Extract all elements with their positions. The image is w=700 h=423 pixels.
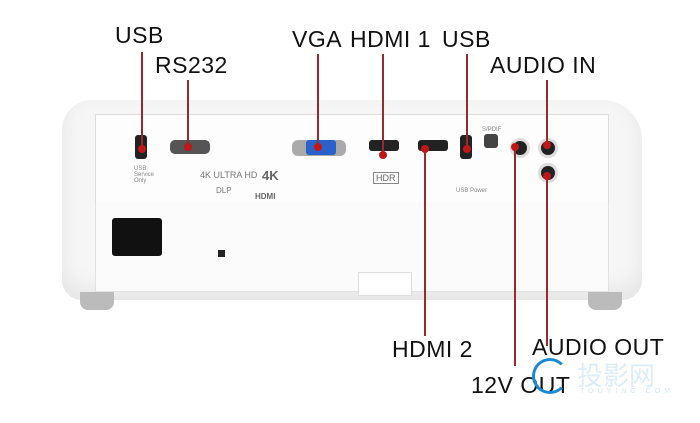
dot <box>543 172 551 180</box>
vent <box>358 272 412 296</box>
label-audio-in: AUDIO IN <box>490 52 597 78</box>
label-vga: VGA <box>292 26 343 52</box>
power-socket <box>112 218 162 256</box>
dot <box>543 141 551 149</box>
leader-rs232 <box>187 80 189 146</box>
leader-audio-in <box>546 80 548 144</box>
label-rs232: RS232 <box>155 52 228 78</box>
dot <box>314 143 322 151</box>
dot <box>379 151 387 159</box>
leader-12v-out <box>514 146 516 366</box>
watermark-ring <box>532 358 568 394</box>
usb-service-text: USB Service Only <box>134 166 155 184</box>
hdr-logo: HDR <box>373 172 399 184</box>
leader-usb-left <box>141 52 143 148</box>
label-usb-left: USB <box>115 22 164 48</box>
usb-power-text: USB Power <box>456 188 488 194</box>
dot <box>463 145 471 153</box>
kensington-lock <box>218 250 225 257</box>
dot <box>511 143 519 151</box>
hdmi2-port <box>418 140 448 151</box>
label-hdmi1: HDMI 1 <box>350 26 431 52</box>
leader-usb-right <box>466 54 468 148</box>
hdmi-logo: HDMI <box>255 192 276 201</box>
io-panel <box>95 114 609 204</box>
leader-hdmi2 <box>424 148 426 336</box>
spdif-port <box>484 134 498 148</box>
foot-right <box>588 292 622 310</box>
label-hdmi2: HDMI 2 <box>392 336 473 362</box>
label-usb-right: USB <box>442 26 491 52</box>
leader-vga <box>317 54 319 146</box>
dlp-logo: DLP <box>216 186 232 195</box>
dot <box>138 145 146 153</box>
hdmi1-port <box>369 140 399 151</box>
ultra-hd-logo: 4K ULTRA HD <box>200 170 258 180</box>
watermark-text: 投影网 <box>577 361 656 391</box>
foot-left <box>80 292 114 310</box>
watermark-sub: TOUYING.COM <box>580 388 675 395</box>
4k-logo: 4K <box>262 168 279 183</box>
spdif-text: S/PDIF <box>482 127 502 133</box>
lower-panel <box>95 203 609 292</box>
label-audio-out: AUDIO OUT <box>532 334 665 360</box>
dot <box>184 143 192 151</box>
leader-hdmi1 <box>382 54 384 154</box>
leader-audio-out <box>546 176 548 346</box>
dot <box>421 145 429 153</box>
